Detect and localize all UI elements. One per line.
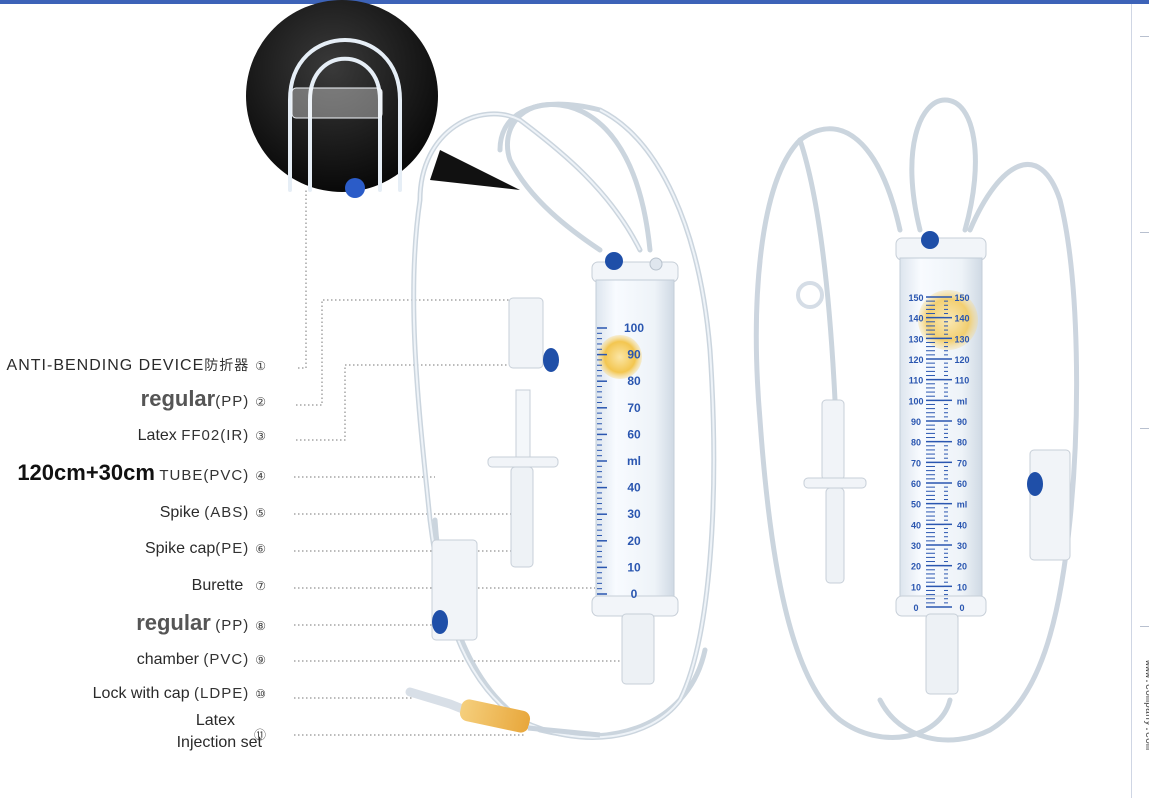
right-burette-right-scale-label: 40: [957, 520, 967, 530]
right-burette: 1501401301201101009080706050403020100150…: [895, 231, 987, 695]
right-burette-right-scale-label: 90: [957, 417, 967, 427]
right-roller-clamp: [1027, 449, 1071, 561]
right-burette-right-scale-label: ml: [957, 500, 968, 510]
right-burette-right-scale-label: 130: [954, 334, 969, 344]
right-burette-left-scale-label: 30: [911, 541, 921, 551]
right-burette-left-scale-label: 70: [911, 458, 921, 468]
margin-tick: [1140, 428, 1149, 429]
right-tubing: [753, 97, 1080, 743]
right-burette-left-scale-label: 110: [909, 376, 924, 386]
anti-bending-zoom: [246, 0, 520, 198]
label-injection-set: Injection set: [176, 734, 262, 751]
left-burette-scale-label: 80: [627, 374, 641, 388]
label-tube-pvc: 120cm+30cm TUBE(PVC)④: [17, 460, 266, 485]
side-watermark-text: www.company.com: [1142, 660, 1149, 751]
right-burette-right-scale-label: 140: [954, 314, 969, 324]
left-spike: [487, 297, 559, 568]
right-burette-left-scale-label: 40: [911, 520, 921, 530]
left-burette-scale-label: 90: [627, 348, 641, 362]
right-burette-right-scale-label: 80: [957, 438, 967, 448]
left-tubing-highlight: [412, 109, 715, 739]
label-spike-cap-pe: Spike cap(PE)⑥: [144, 540, 266, 557]
right-burette-right-scale-label: 70: [957, 458, 967, 468]
left-burette-scale-label: 0: [631, 587, 638, 601]
left-burette-scale-label: 60: [627, 427, 641, 441]
left-burette-scale-label: 10: [627, 560, 641, 574]
right-burette-right-scale-label: 110: [955, 376, 970, 386]
top-accent-bar: [0, 0, 1149, 4]
right-burette-right-scale-label: 0: [959, 603, 964, 613]
right-burette-left-scale-label: 120: [908, 355, 923, 365]
margin-tick: [1140, 36, 1149, 37]
left-burette-scale-label: 20: [627, 534, 641, 548]
right-burette-left-scale-label: 60: [911, 479, 921, 489]
right-burette-left-scale-label: 80: [911, 438, 921, 448]
label-latex-injection: Latex: [195, 712, 235, 729]
right-burette-left-scale-label: 10: [911, 582, 921, 592]
right-burette-right-scale-label: 30: [957, 541, 967, 551]
right-burette-left-scale-label: 150: [908, 293, 923, 303]
right-margin-rule: [1131, 4, 1132, 798]
label-latex-number: ⑪: [253, 728, 266, 742]
right-burette-left-scale-label: 90: [911, 417, 921, 427]
label-latex-ff02: Latex FF02(IR)③: [137, 427, 266, 444]
right-burette-right-scale-label: 20: [957, 562, 967, 572]
right-burette-right-scale-label: 150: [954, 293, 969, 303]
right-burette-right-scale-label: 60: [957, 479, 967, 489]
right-burette-right-scale-label: 120: [954, 355, 969, 365]
label-lock-with-cap: Lock with cap (LDPE)⑩: [92, 685, 266, 702]
left-roller-clamp: [431, 539, 478, 641]
left-burette-scale-label: 30: [627, 507, 641, 521]
label-regular-pp: regular(PP)②: [140, 386, 266, 411]
left-burette-scale-label: 40: [627, 481, 641, 495]
label-spike-abs: Spike (ABS)⑤: [159, 504, 266, 521]
right-burette-right-scale-label: 10: [957, 582, 967, 592]
label-regular-pp-2: regular (PP)⑧: [136, 610, 266, 635]
left-latex-site: [405, 687, 601, 738]
right-burette-left-scale-label: 0: [913, 603, 918, 613]
right-burette-left-scale-label: 50: [911, 500, 921, 510]
left-burette-scale-label: 70: [627, 401, 641, 415]
right-burette-left-scale-label: 20: [911, 562, 921, 572]
right-burette-left-scale-label: 140: [908, 314, 923, 324]
right-burette-left-scale-label: 100: [908, 396, 923, 406]
left-burette-scale-label: ml: [627, 454, 641, 468]
right-spike: [796, 281, 867, 584]
margin-tick: [1140, 626, 1149, 627]
margin-tick: [1140, 232, 1149, 233]
label-chamber-pvc: chamber (PVC)⑨: [136, 651, 266, 668]
left-burette-scale-label: 100: [624, 321, 644, 335]
right-burette-left-scale-label: 130: [908, 334, 923, 344]
right-burette-right-scale-label: ml: [957, 396, 968, 406]
